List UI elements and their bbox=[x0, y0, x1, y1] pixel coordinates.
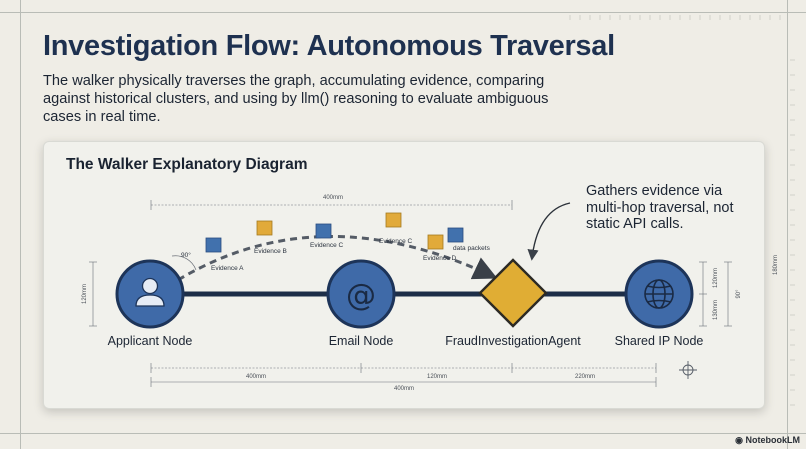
evidence-b-label: Evidence B bbox=[254, 248, 287, 255]
page-subtitle: The walker physically traverses the grap… bbox=[43, 73, 549, 125]
right-2-label: 130mm bbox=[713, 300, 719, 320]
evidence-c2-label: Evidence C bbox=[379, 238, 413, 245]
notebooklm-icon: ◉ bbox=[735, 435, 746, 445]
evidence-a-label: Evidence A bbox=[211, 265, 244, 272]
brand-logo: ◉ NotebookLM bbox=[735, 435, 800, 446]
packet-e bbox=[447, 227, 464, 243]
at-sign-icon: @ bbox=[346, 278, 376, 313]
panel-title: The Walker Explanatory Diagram bbox=[66, 156, 308, 173]
email-node[interactable]: @ bbox=[326, 259, 396, 329]
top-span-label: 400mm bbox=[323, 195, 343, 201]
right-dimension bbox=[699, 261, 732, 327]
applicant-node-label: Applicant Node bbox=[108, 334, 193, 348]
frame-line-right bbox=[787, 0, 788, 449]
page-title: Investigation Flow: Autonomous Traversal bbox=[43, 30, 615, 62]
right-1-label: 120mm bbox=[713, 268, 719, 288]
bottom-total-label: 400mm bbox=[394, 386, 414, 392]
shared-ip-node[interactable] bbox=[624, 259, 694, 329]
right-ruler bbox=[790, 59, 795, 406]
user-icon bbox=[135, 277, 165, 307]
frame-line-left bbox=[20, 0, 21, 449]
globe-icon bbox=[644, 279, 674, 309]
bottom-dimensions bbox=[150, 363, 657, 387]
packet-b bbox=[256, 220, 273, 236]
email-node-label: Email Node bbox=[329, 334, 394, 348]
data-packets-label: data packets bbox=[453, 245, 491, 252]
data-packets: Evidence A Evidence B Evidence C Evidenc… bbox=[205, 212, 491, 272]
top-dimension: 400mm bbox=[150, 195, 513, 210]
angle-arc bbox=[171, 255, 197, 271]
frame-line-bottom bbox=[0, 433, 806, 434]
bottom-3-label: 220mm bbox=[575, 374, 595, 380]
angle-label: 90° bbox=[181, 251, 191, 259]
bottom-2-label: 120mm bbox=[427, 374, 447, 380]
bottom-1-label: 400mm bbox=[246, 374, 266, 380]
shared-ip-label: Shared IP Node bbox=[615, 334, 704, 348]
evidence-d-label: Evidence D bbox=[423, 255, 457, 262]
left-dimension: 120mm bbox=[82, 261, 97, 327]
callout-arrow bbox=[527, 202, 571, 261]
packet-a bbox=[205, 237, 222, 253]
fraud-agent-label: FraudInvestigationAgent bbox=[445, 334, 581, 348]
packet-c2 bbox=[385, 212, 402, 228]
far-right-label: 180mm bbox=[773, 255, 779, 275]
left-height-label: 120mm bbox=[82, 284, 88, 304]
crosshair-icon bbox=[679, 361, 697, 379]
brand-name: NotebookLM bbox=[745, 435, 801, 445]
right-3-label: 90° bbox=[736, 289, 742, 299]
top-ruler bbox=[569, 15, 781, 20]
fraud-agent-node[interactable] bbox=[478, 258, 548, 328]
packet-c1 bbox=[315, 223, 332, 239]
callout-text: Gathers evidence via multi-hop traversal… bbox=[586, 183, 734, 232]
frame-line-top bbox=[0, 12, 806, 13]
evidence-c1-label: Evidence C bbox=[310, 242, 344, 249]
applicant-node[interactable] bbox=[115, 259, 185, 329]
packet-d bbox=[427, 234, 444, 250]
